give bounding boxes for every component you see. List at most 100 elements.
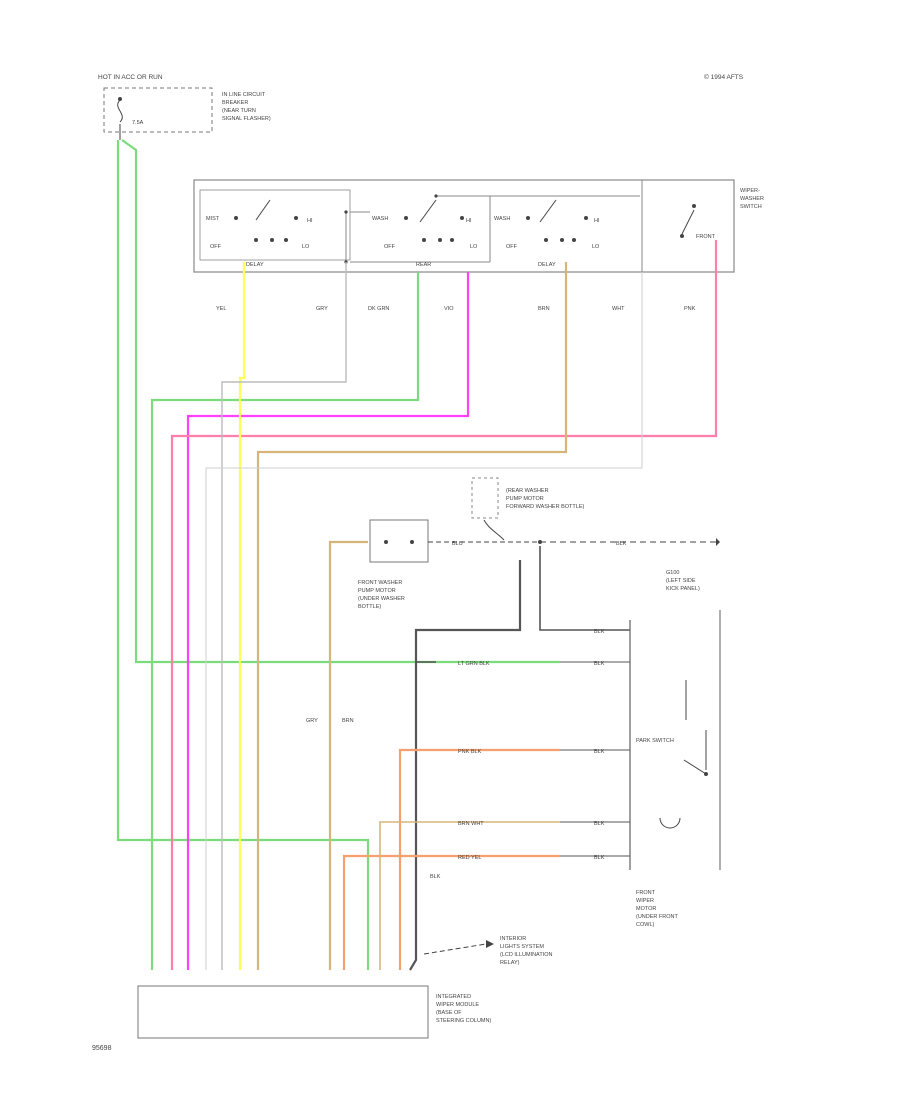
wire-label-blu: BLU bbox=[452, 541, 463, 547]
park-switch-label: PARK SWITCH bbox=[636, 738, 674, 744]
front-wiper-motor: BLK BLK BLK BLK BLK PARK SWITCH FRONT WI… bbox=[560, 610, 721, 928]
wiper-washer-switch: WIPER- WASHER SWITCH MIST HI OFF LO DELA… bbox=[193, 179, 764, 273]
wire-label-gry: GRY bbox=[316, 306, 328, 312]
sec1-off: OFF bbox=[210, 244, 222, 250]
rear-washer-pump: (REAR WASHER PUMP MOTOR FORWARD WASHER B… bbox=[471, 477, 584, 541]
wire-magenta bbox=[186, 272, 470, 970]
wire-label-brn-2: BRN bbox=[342, 718, 354, 724]
wires bbox=[116, 139, 718, 971]
front-pump-line-2: PUMP MOTOR bbox=[358, 588, 396, 594]
interior-line-4: RELAY) bbox=[500, 960, 520, 966]
interior-lights: INTERIOR LIGHTS SYSTEM (LCD ILLUMINATION… bbox=[423, 936, 552, 966]
sec3-hi: HI bbox=[594, 218, 600, 224]
rear-pump-line-2: PUMP MOTOR bbox=[506, 496, 544, 502]
circuit-breaker: 7.5A bbox=[103, 87, 213, 140]
sec1-mist: MIST bbox=[206, 216, 220, 222]
wire-gray bbox=[221, 262, 347, 970]
front-pump-line-1: FRONT WASHER bbox=[358, 580, 402, 586]
motor-line-3: MOTOR bbox=[636, 906, 656, 912]
breaker-description: IN LINE CIRCUIT BREAKER (NEAR TURN SIGNA… bbox=[222, 92, 271, 122]
breaker-line-4: SIGNAL FLASHER) bbox=[222, 116, 271, 122]
wire-green-1 bbox=[116, 140, 370, 970]
sec4-front: FRONT bbox=[696, 234, 716, 240]
wire-label-vio: VIO bbox=[444, 306, 454, 312]
wire-label-pnkblk: PNK BLK bbox=[458, 749, 482, 755]
breaker-line-3: (NEAR TURN bbox=[222, 108, 256, 114]
rear-pump-line-1: (REAR WASHER bbox=[506, 488, 549, 494]
wire-label-gry-2: GRY bbox=[306, 718, 318, 724]
front-pump-line-3: (UNDER WASHER bbox=[358, 596, 405, 602]
integrated-wiper-module: INTEGRATED WIPER MODULE (BASE OF STEERIN… bbox=[137, 985, 491, 1039]
sec2-lo: LO bbox=[470, 244, 478, 250]
power-source-label: HOT IN ACC OR RUN bbox=[98, 74, 163, 81]
sec1-contacts bbox=[234, 199, 298, 242]
motor-pin-3: BLK bbox=[594, 749, 605, 755]
wire-dark bbox=[409, 560, 522, 971]
motor-line-2: WIPER bbox=[636, 898, 654, 904]
wire-label-yel: YEL bbox=[216, 306, 226, 312]
sec1-lo: LO bbox=[302, 244, 310, 250]
motor-line-5: COWL) bbox=[636, 922, 655, 928]
sec3-lo: LO bbox=[592, 244, 600, 250]
wire-label-brn: BRN bbox=[538, 306, 550, 312]
sec2-off: OFF bbox=[384, 244, 396, 250]
switch-wire-labels: YEL GRY DK GRN VIO BRN WHT PNK bbox=[216, 306, 696, 312]
sec3-delay: DELAY bbox=[538, 262, 556, 268]
wire-tan-motor bbox=[379, 821, 560, 970]
switch-title-1: WIPER- bbox=[740, 188, 760, 194]
motor-pin-2: BLK bbox=[594, 661, 605, 667]
sec3-contacts bbox=[526, 199, 588, 242]
wire-label-blk: BLK bbox=[616, 541, 627, 547]
sec4-contacts bbox=[680, 204, 696, 238]
ground-g100: G100 (LEFT SIDE KICK PANEL) bbox=[666, 570, 700, 592]
wire-orange-1 bbox=[398, 748, 560, 970]
sec2-rear: REAR bbox=[416, 262, 431, 268]
motor-line-4: (UNDER FRONT bbox=[636, 914, 678, 920]
motor-pin-4: BLK bbox=[594, 821, 605, 827]
year-note: © 1994 AFTS bbox=[704, 73, 744, 81]
wire-label-redyel: RED YEL bbox=[458, 855, 481, 861]
ground-line-1: G100 bbox=[666, 570, 679, 576]
sec1-delay: DELAY bbox=[246, 262, 264, 268]
ground-line-2: (LEFT SIDE bbox=[666, 578, 696, 584]
wire-tan bbox=[256, 262, 568, 970]
figure-id: 95698 bbox=[92, 1045, 112, 1052]
wire-label-pnk: PNK bbox=[684, 306, 696, 312]
wire-label-wht: WHT bbox=[612, 306, 625, 312]
module-line-4: STEERING COLUMN) bbox=[436, 1018, 491, 1024]
switch-title-2: WASHER bbox=[740, 196, 764, 202]
wire-tan-pump bbox=[328, 540, 368, 970]
sec2-hi: HI bbox=[466, 218, 472, 224]
switch-title-3: SWITCH bbox=[740, 204, 762, 210]
sec1-hi: HI bbox=[307, 218, 313, 224]
front-washer-pump: BLU BLK FRONT WASHER PUMP MOTOR (UNDER W… bbox=[358, 519, 720, 610]
wire-yellow bbox=[238, 262, 246, 970]
module-line-3: (BASE OF bbox=[436, 1010, 462, 1016]
sec2-contacts bbox=[404, 199, 464, 242]
module-line-1: INTEGRATED bbox=[436, 994, 471, 1000]
interior-line-3: (LCD ILLUMINATION bbox=[500, 952, 552, 958]
inline-wire-labels: LT GRN BLK PNK BLK BRN WHT RED YEL GRY B… bbox=[306, 661, 490, 880]
module-line-2: WIPER MODULE bbox=[436, 1002, 479, 1008]
wire-green-3 bbox=[150, 272, 420, 970]
wire-dark-2 bbox=[539, 546, 630, 631]
wire-label-ltgrnblk: LT GRN BLK bbox=[458, 661, 490, 667]
interior-line-2: LIGHTS SYSTEM bbox=[500, 944, 544, 950]
sec3-off: OFF bbox=[506, 244, 518, 250]
motor-pin-5: BLK bbox=[594, 855, 605, 861]
sec2-wash: WASH bbox=[372, 216, 388, 222]
wire-label-brnwht: BRN WHT bbox=[458, 821, 484, 827]
wire-label-dkgrn: DK GRN bbox=[368, 306, 389, 312]
front-pump-line-4: BOTTLE) bbox=[358, 604, 381, 610]
wire-orange-2 bbox=[342, 854, 560, 970]
interior-line-1: INTERIOR bbox=[500, 936, 526, 942]
wire-pink bbox=[170, 240, 718, 970]
breaker-line-2: BREAKER bbox=[222, 100, 248, 106]
motor-line-1: FRONT bbox=[636, 890, 656, 896]
sec3-wash: WASH bbox=[494, 216, 510, 222]
breaker-line-1: IN LINE CIRCUIT bbox=[222, 92, 266, 98]
wire-label-blk-2: BLK bbox=[430, 874, 441, 880]
wire-white bbox=[205, 272, 643, 970]
rear-pump-line-3: FORWARD WASHER BOTTLE) bbox=[506, 504, 584, 510]
